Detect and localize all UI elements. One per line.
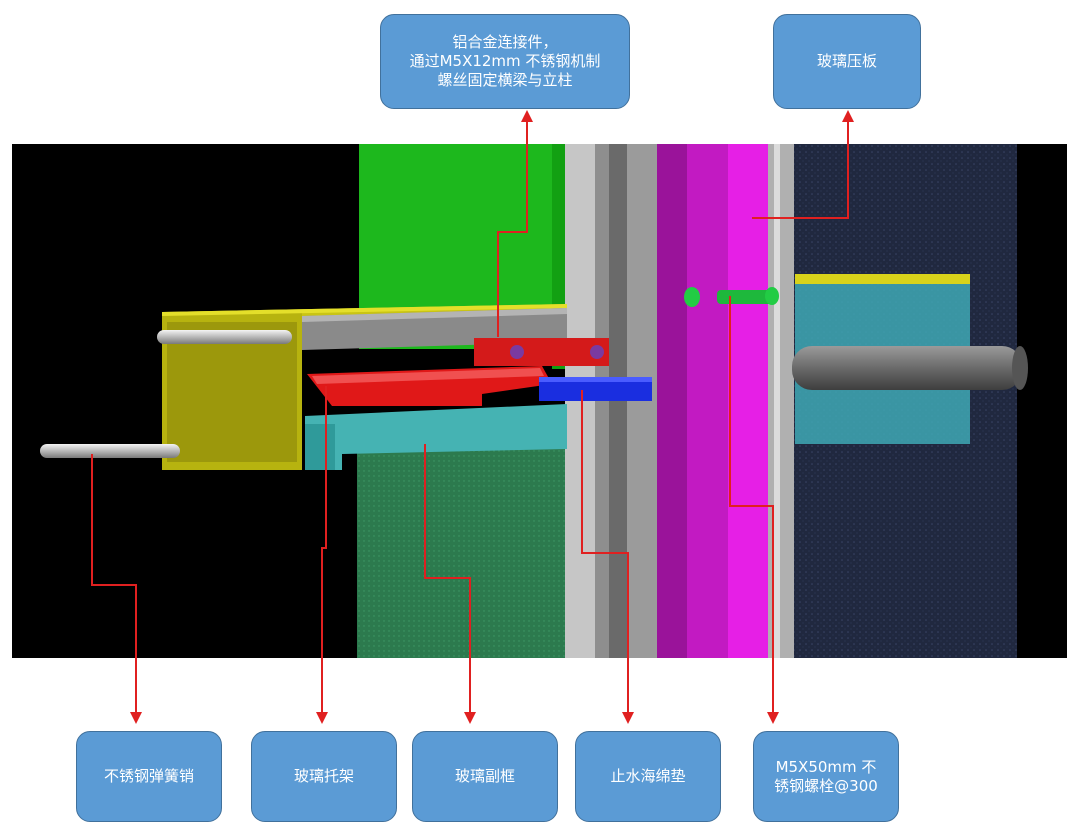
callout-glass-bracket: 玻璃托架 (251, 731, 397, 822)
leader-water-stop-foam (581, 390, 634, 724)
leader-glass-subframe (424, 444, 476, 724)
leader-connector (497, 110, 533, 337)
bolt-rod (792, 346, 1022, 390)
leader-pressure-plate (752, 110, 854, 219)
callout-water-stop-foam: 止水海绵垫 (575, 731, 721, 822)
callout-spring-pin: 不锈钢弹簧销 (76, 731, 222, 822)
glass-subframe (305, 404, 567, 470)
callout-bolt: M5X50mm 不 锈钢螺栓@300 (753, 731, 899, 822)
curtain-wall-3d-render (12, 144, 1067, 658)
spring-pin-bottom (40, 444, 180, 458)
spring-pin-top (157, 330, 292, 344)
callout-glass-subframe: 玻璃副框 (412, 731, 558, 822)
leader-spring-pin (91, 454, 142, 724)
callout-glass-pressure-plate: 玻璃压板 (773, 14, 921, 109)
leader-glass-bracket (316, 386, 328, 724)
callout-aluminum-connector: 铝合金连接件， 通过M5X12mm 不锈钢机制 螺丝固定横梁与立柱 (380, 14, 630, 109)
mullion (657, 144, 687, 658)
aluminum-connector (474, 338, 609, 366)
glass-panel (357, 444, 567, 658)
leader-bolt (729, 296, 779, 724)
